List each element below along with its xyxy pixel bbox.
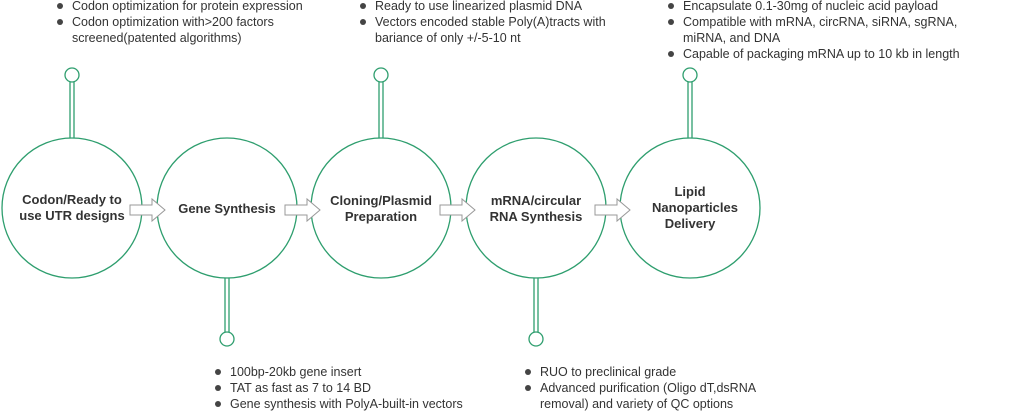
list-item: Compatible with mRNA, circRNA, siRNA, sg…	[668, 14, 1008, 46]
arrow-right-icon	[129, 197, 166, 223]
bullet-icon	[668, 19, 674, 25]
stage-label-codon: Codon/Ready to use UTR designs	[19, 192, 125, 223]
arrow-right-icon	[594, 197, 631, 223]
list-item: TAT as fast as 7 to 14 BD	[215, 380, 515, 396]
bullet-icon	[57, 3, 63, 9]
list-item: Vectors encoded stable Poly(A)tracts wit…	[360, 14, 632, 46]
arrow-right-icon	[439, 197, 476, 223]
connector-cloning	[373, 67, 389, 138]
list-item: Gene synthesis with PolyA-built-in vecto…	[215, 396, 515, 412]
list-item: Codon optimization for protein expressio…	[57, 0, 347, 14]
list-item: Advanced purification (Oligo dT,dsRNA re…	[525, 380, 805, 412]
connector-gene	[219, 278, 235, 347]
notes-cloning: Ready to use linearized plasmid DNA Vect…	[360, 0, 632, 46]
list-item: 100bp-20kb gene insert	[215, 364, 515, 380]
arrow-right-icon	[284, 197, 321, 223]
stage-label-lnp: Lipid Nanoparticles Delivery	[652, 184, 738, 231]
bullet-icon	[668, 51, 674, 57]
bullet-icon	[360, 19, 366, 25]
bullet-icon	[215, 369, 221, 375]
stage-label-gene: Gene Synthesis	[178, 201, 276, 216]
connector-mrna	[528, 278, 544, 347]
connector-lnp	[682, 67, 698, 138]
connector-codon	[64, 67, 80, 138]
list-item: Capable of packaging mRNA up to 10 kb in…	[668, 46, 1008, 62]
bullet-icon	[215, 385, 221, 391]
bullet-icon	[668, 3, 674, 9]
bullet-icon	[57, 19, 63, 25]
list-item: Encapsulate 0.1-30mg of nucleic acid pay…	[668, 0, 1008, 14]
list-item: Ready to use linearized plasmid DNA	[360, 0, 632, 14]
notes-lnp: Encapsulate 0.1-30mg of nucleic acid pay…	[668, 0, 1008, 62]
bullet-icon	[360, 3, 366, 9]
list-item: Codon optimization with>200 factors scre…	[57, 14, 347, 46]
stage-label-cloning: Cloning/Plasmid Preparation	[330, 193, 432, 224]
bullet-icon	[215, 401, 221, 407]
notes-gene: 100bp-20kb gene insert TAT as fast as 7 …	[215, 364, 515, 412]
list-item: RUO to preclinical grade	[525, 364, 805, 380]
bullet-icon	[525, 369, 531, 375]
notes-codon: Codon optimization for protein expressio…	[57, 0, 347, 46]
notes-mrna: RUO to preclinical grade Advanced purifi…	[525, 364, 805, 412]
stage-label-mrna: mRNA/circular RNA Synthesis	[489, 193, 583, 224]
bullet-icon	[525, 385, 531, 391]
